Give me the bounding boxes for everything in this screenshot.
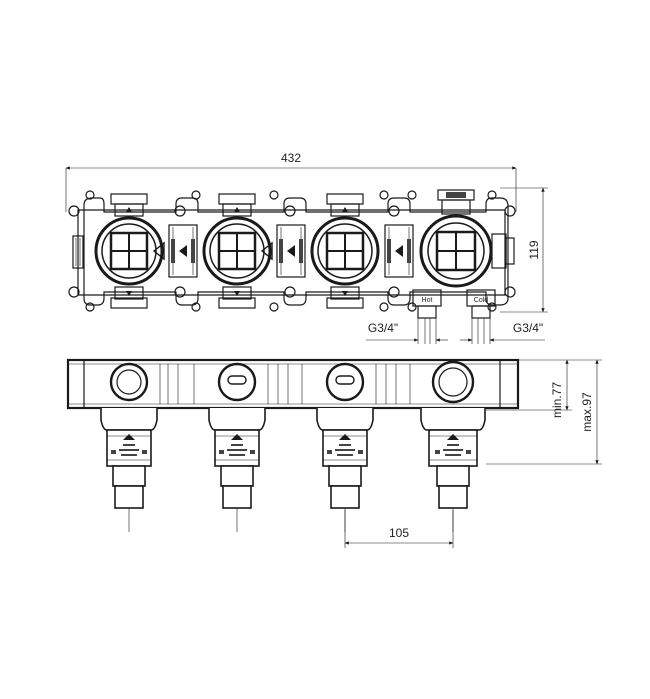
front-valve-3 bbox=[316, 362, 374, 532]
height-label: 119 bbox=[527, 240, 541, 259]
thread-cold-label: G3/4" bbox=[513, 321, 543, 335]
dimension-height: 119 bbox=[500, 187, 548, 313]
top-couplings bbox=[152, 224, 414, 278]
max-depth-label: max.97 bbox=[580, 392, 594, 432]
inlet-ports: Hot Cold bbox=[412, 289, 496, 319]
top-valve-2 bbox=[202, 216, 272, 286]
front-view: min.77 max.97 105 bbox=[66, 358, 602, 548]
min-depth-label: min.77 bbox=[550, 382, 564, 418]
top-valve-3 bbox=[310, 216, 380, 286]
dimension-overall-width: 432 bbox=[65, 151, 517, 212]
top-view-frame bbox=[68, 190, 516, 312]
front-valve-2 bbox=[208, 362, 266, 532]
hot-inlet: Hot bbox=[412, 289, 442, 319]
dimension-spacing: 105 bbox=[344, 510, 454, 548]
thread-hot-label: G3/4" bbox=[368, 321, 398, 335]
top-valve-4 bbox=[419, 214, 493, 288]
spacing-label: 105 bbox=[389, 526, 409, 540]
top-view: Hot Cold 432 119 bbox=[65, 151, 548, 344]
cold-inlet: Cold bbox=[466, 289, 496, 319]
top-valve-1 bbox=[94, 216, 164, 286]
cold-label: Cold bbox=[474, 297, 489, 304]
right-side-connector bbox=[491, 233, 515, 269]
hot-label: Hot bbox=[422, 297, 433, 304]
front-valve-4 bbox=[420, 360, 486, 532]
front-valve-1 bbox=[100, 362, 158, 532]
dimension-depth: min.77 max.97 bbox=[486, 359, 602, 465]
top-valve-caps bbox=[110, 189, 475, 309]
overall-width-label: 432 bbox=[281, 151, 301, 165]
dimension-thread-hot: G3/4" bbox=[366, 318, 448, 344]
left-side-connector bbox=[72, 235, 84, 269]
dimension-thread-cold: G3/4" bbox=[460, 318, 545, 344]
